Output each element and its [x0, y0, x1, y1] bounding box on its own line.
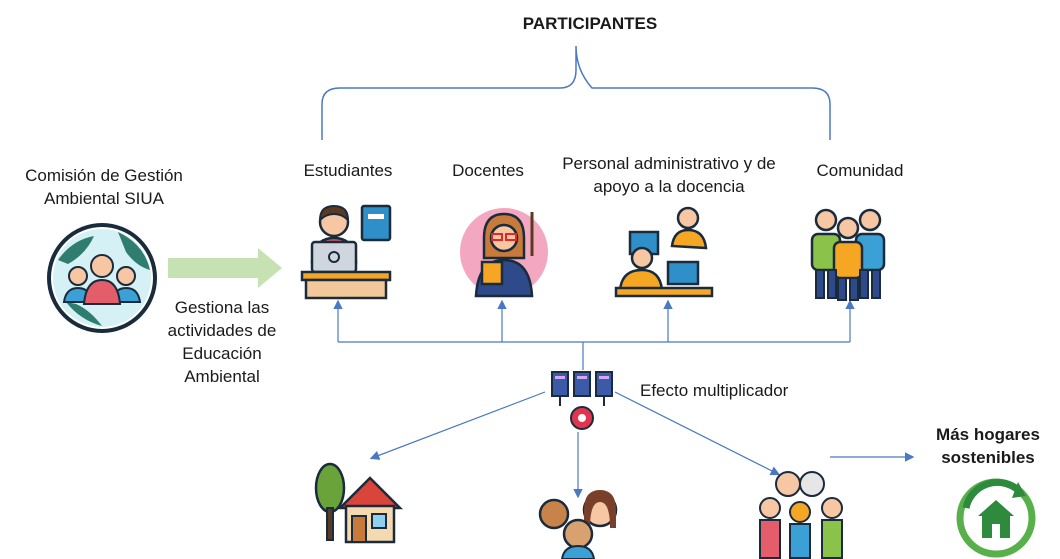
- server-gear-icon: [551, 371, 613, 430]
- outcome-line2: sostenibles: [941, 448, 1035, 467]
- participant-students: Estudiantes: [303, 161, 393, 180]
- staff-line2: apoyo a la docencia: [593, 177, 745, 196]
- manages-line3: Educación: [182, 344, 262, 363]
- commission-line2: Ambiental SIUA: [44, 189, 164, 208]
- manages-line2: actividades de: [167, 321, 277, 340]
- effect-label: Efecto multiplicador: [640, 381, 789, 400]
- green-arrow-icon: [168, 248, 282, 288]
- student-laptop-icon: [300, 204, 392, 300]
- green-home-recycle-icon: [956, 478, 1036, 558]
- house-tree-icon: [314, 462, 404, 544]
- big-family-icon: [759, 471, 843, 559]
- participants-brace: [321, 45, 831, 140]
- manages-label: Gestiona las actividades de Educación Am…: [152, 296, 292, 388]
- manages-line4: Ambiental: [184, 367, 260, 386]
- page-title: PARTICIPANTES: [522, 14, 658, 33]
- participant-teachers: Docentes: [452, 161, 524, 180]
- participant-community: Comunidad: [816, 161, 904, 180]
- outcome-line1: Más hogares: [936, 425, 1040, 444]
- staff-line1: Personal administrativo y de: [562, 154, 776, 173]
- community-group-icon: [810, 208, 886, 301]
- commission-line1: Comisión de Gestión: [25, 166, 183, 185]
- globe-people-icon: [47, 223, 157, 333]
- office-staff-icon: [614, 206, 714, 298]
- outcome-label: Más hogares sostenibles: [918, 423, 1058, 469]
- teacher-icon: [460, 208, 548, 298]
- family-faces-icon: [538, 490, 618, 559]
- manages-line1: Gestiona las: [174, 298, 270, 317]
- commission-label: Comisión de Gestión Ambiental SIUA: [4, 164, 204, 210]
- participant-staff: Personal administrativo y de apoyo a la …: [544, 152, 794, 198]
